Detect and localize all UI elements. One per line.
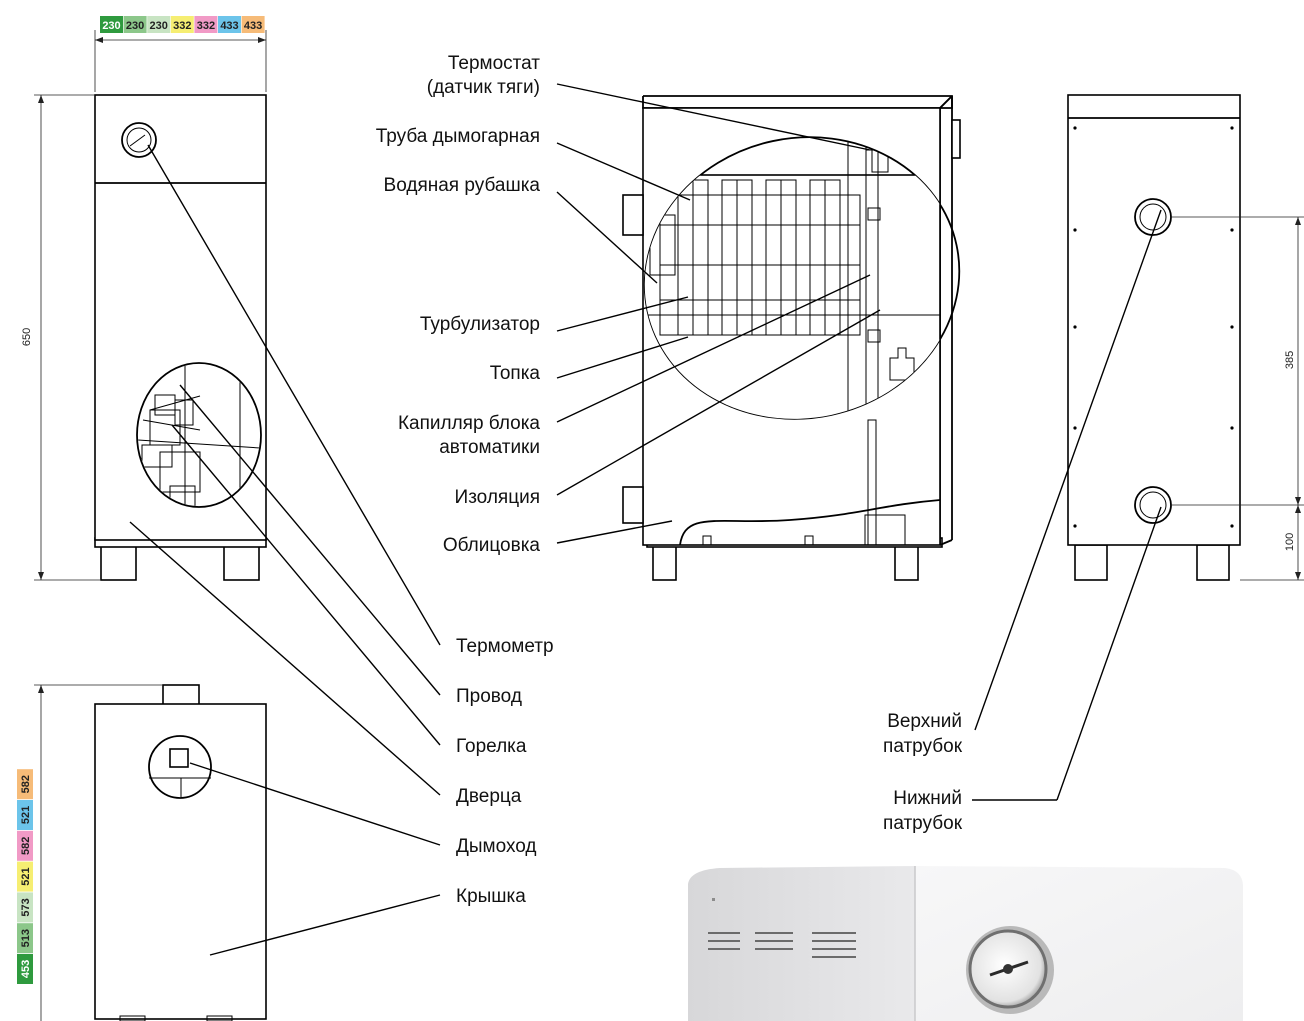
label-upper-pipe-1: Верхний bbox=[887, 711, 962, 732]
width-chip: 230 bbox=[100, 16, 123, 33]
depth-chip-label: 573 bbox=[20, 898, 32, 916]
height-value: 650 bbox=[21, 328, 33, 346]
depth-chip: 521 bbox=[17, 800, 33, 830]
pipe-dimensions: 385 100 bbox=[1171, 216, 1304, 581]
front-foot-right bbox=[223, 544, 260, 581]
width-chips: 230 230 230 332 332 433 433 bbox=[100, 16, 265, 33]
front-foot-left bbox=[100, 544, 137, 581]
chimney-stub bbox=[162, 684, 200, 706]
label-thermometer: Термометр bbox=[456, 636, 554, 657]
width-chip: 332 bbox=[194, 16, 218, 33]
front-cutaway bbox=[136, 362, 262, 508]
label-insulation: Изоляция bbox=[455, 487, 540, 508]
depth-chip-label: 582 bbox=[20, 775, 32, 793]
product-photo bbox=[688, 866, 1243, 1021]
label-smoke-tube: Труба дымогарная bbox=[376, 126, 540, 147]
top-view bbox=[94, 684, 267, 1021]
label-capillary-1: Капилляр блока bbox=[398, 413, 540, 434]
width-chip-label: 433 bbox=[220, 20, 238, 32]
width-dimension bbox=[94, 30, 267, 92]
label-burner: Горелка bbox=[456, 736, 527, 757]
pipe-spacing-value: 385 bbox=[1284, 351, 1296, 369]
leader-lines bbox=[129, 83, 1162, 956]
vent-slots bbox=[708, 932, 856, 958]
width-chip: 433 bbox=[218, 16, 241, 33]
width-chip: 332 bbox=[170, 16, 194, 33]
label-upper-pipe-2: патрубок bbox=[883, 736, 963, 757]
pipe-bottom-value: 100 bbox=[1284, 533, 1296, 551]
depth-dimension bbox=[34, 684, 163, 1021]
right-foot-left bbox=[1074, 544, 1108, 581]
depth-chip-label: 521 bbox=[20, 867, 32, 885]
depth-chip: 453 bbox=[17, 954, 33, 984]
width-chip-label: 332 bbox=[197, 20, 215, 32]
depth-chip-label: 453 bbox=[20, 960, 32, 978]
front-view bbox=[94, 94, 267, 581]
label-thermostat-2: (датчик тяги) bbox=[427, 77, 540, 98]
depth-chip: 573 bbox=[17, 892, 33, 923]
depth-chip: 582 bbox=[17, 830, 33, 861]
right-view bbox=[1067, 94, 1241, 581]
label-lower-pipe-2: патрубок bbox=[883, 813, 963, 834]
label-water-jacket: Водяная рубашка bbox=[384, 175, 541, 196]
depth-chip-label: 513 bbox=[20, 929, 32, 947]
label-lid: Крышка bbox=[456, 886, 526, 907]
right-body bbox=[1067, 94, 1241, 546]
width-chip-label: 230 bbox=[126, 20, 144, 32]
label-thermostat-1: Термостат bbox=[448, 53, 540, 74]
right-foot-right bbox=[1196, 544, 1230, 581]
side-foot-left bbox=[652, 544, 677, 581]
side-foot-right bbox=[894, 544, 919, 581]
depth-chip: 513 bbox=[17, 923, 33, 954]
thermometer-icon bbox=[121, 122, 157, 158]
label-chimney: Дымоход bbox=[456, 836, 536, 857]
width-chip-label: 230 bbox=[102, 20, 120, 32]
side-view bbox=[622, 95, 961, 581]
width-chip: 230 bbox=[147, 16, 171, 33]
depth-chip: 582 bbox=[17, 769, 33, 800]
labels: Термостат (датчик тяги) Труба дымогарная… bbox=[376, 53, 963, 907]
width-chip-label: 433 bbox=[244, 20, 262, 32]
width-chip-label: 332 bbox=[173, 20, 191, 32]
label-cladding: Облицовка bbox=[443, 535, 541, 556]
width-chip: 230 bbox=[123, 16, 147, 33]
depth-chip-label: 582 bbox=[20, 837, 32, 855]
label-door: Дверца bbox=[456, 786, 522, 807]
depth-chips: 453 513 573 521 582 521 582 bbox=[17, 769, 33, 984]
label-wire: Провод bbox=[456, 686, 522, 707]
chimney-outlet-icon bbox=[148, 735, 212, 799]
depth-chip: 521 bbox=[17, 861, 33, 892]
label-turbulator: Турбулизатор bbox=[420, 314, 540, 335]
width-chip: 433 bbox=[241, 16, 265, 33]
width-chip-label: 230 bbox=[150, 20, 168, 32]
height-dimension: 650 bbox=[21, 94, 100, 581]
label-firebox: Топка bbox=[490, 363, 541, 384]
front-body bbox=[94, 94, 267, 541]
label-lower-pipe-1: Нижний bbox=[893, 788, 962, 809]
depth-chip-label: 521 bbox=[20, 806, 32, 824]
label-capillary-2: автоматики bbox=[439, 437, 540, 458]
